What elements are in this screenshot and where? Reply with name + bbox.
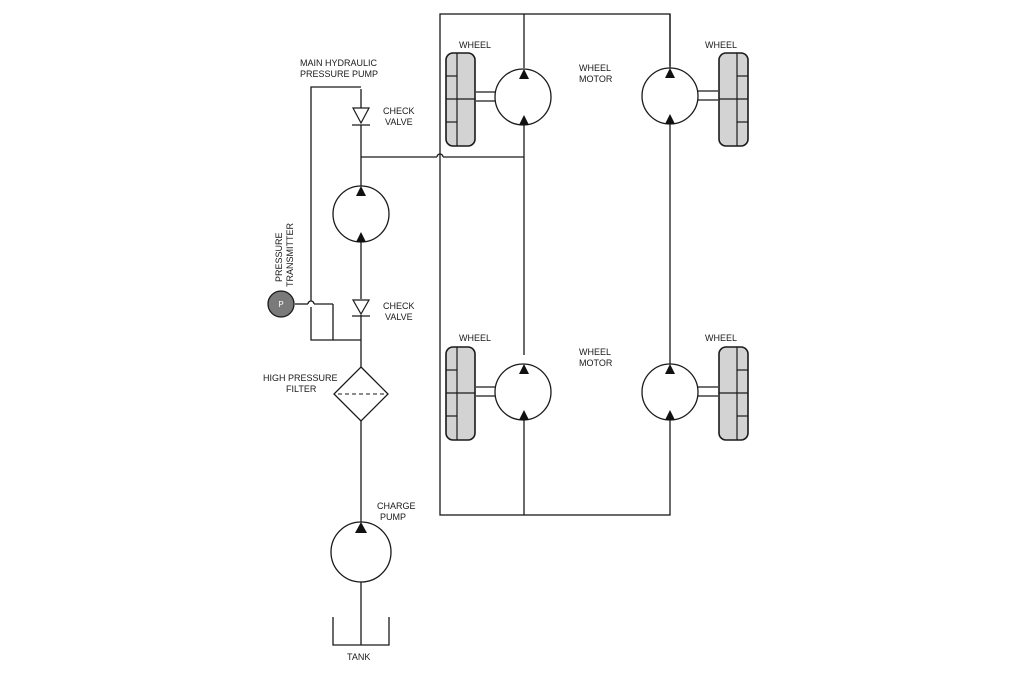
- pressure-transmitter-label: PRESSURE: [274, 232, 284, 282]
- pressure-transmitter-label-2: TRANSMITTER: [285, 223, 295, 287]
- wheel-motor-top-label-2: MOTOR: [579, 74, 613, 84]
- wheel-motor-bottom-label-2: MOTOR: [579, 358, 613, 368]
- main-hydraulic-pump: [332, 185, 390, 243]
- check-valve-bottom-label-2: VALVE: [385, 312, 413, 322]
- supply-line: [361, 153, 524, 158]
- check-valve-top-label: CHECK: [383, 106, 415, 116]
- wheel-bottom-right-label: WHEEL: [705, 333, 737, 343]
- main-pump-label: MAIN HYDRAULIC: [300, 58, 378, 68]
- motor-frame: [439, 13, 671, 516]
- check-valve-bottom: [351, 299, 371, 317]
- wheel-top-right-label: WHEEL: [705, 40, 737, 50]
- gauge-symbol: P: [278, 300, 283, 309]
- wheel-motor-bottom-right: [641, 363, 718, 421]
- check-valve-top: [352, 107, 370, 126]
- filter-label: HIGH PRESSURE: [263, 373, 338, 383]
- transmitter-lines: [295, 86, 361, 341]
- wheel-bottom-left-label: WHEEL: [459, 333, 491, 343]
- wheel-motor-top-left: [476, 68, 552, 126]
- filter-label-2: FILTER: [286, 384, 317, 394]
- tank: [332, 617, 390, 646]
- wheel-motor-top-label: WHEEL: [579, 63, 611, 73]
- high-pressure-filter: [333, 366, 389, 422]
- tank-label: TANK: [347, 652, 370, 662]
- charge-pump: [330, 521, 392, 583]
- charge-pump-label-2: PUMP: [380, 512, 406, 522]
- wheel-motor-bottom-left: [476, 363, 552, 421]
- wheel-top-left-label: WHEEL: [459, 40, 491, 50]
- check-valve-top-label-2: VALVE: [385, 117, 413, 127]
- wheel-motor-top-right: [641, 67, 718, 125]
- wheel-bottom-right: [718, 346, 749, 441]
- wheel-top-right: [718, 52, 749, 147]
- check-valve-bottom-label: CHECK: [383, 301, 415, 311]
- pressure-gauge-icon: P: [267, 290, 295, 318]
- charge-pump-label: CHARGE: [377, 501, 416, 511]
- wheel-motor-bottom-label: WHEEL: [579, 347, 611, 357]
- wheel-top-left: [445, 52, 476, 147]
- main-pump-label-2: PRESSURE PUMP: [300, 69, 378, 79]
- wheel-bottom-left: [445, 346, 476, 441]
